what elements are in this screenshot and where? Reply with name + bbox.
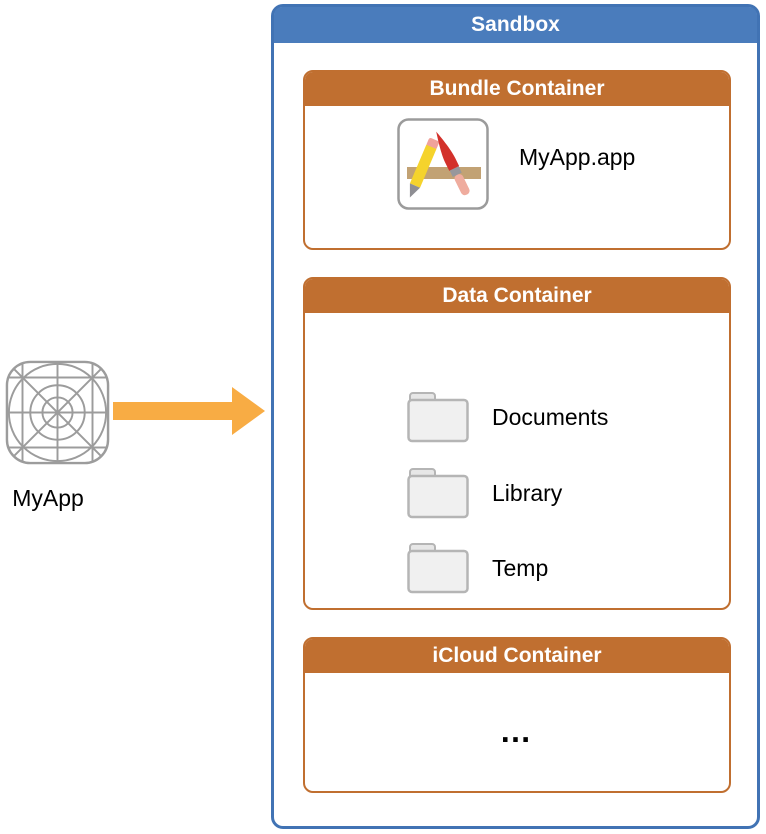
bundle-container-box: Bundle Container MyApp. xyxy=(303,70,731,250)
pencil-icon xyxy=(409,138,439,198)
folder-label: Temp xyxy=(492,555,549,581)
right-arrow-icon xyxy=(113,387,265,435)
folder-icon xyxy=(407,543,469,594)
folder-icon xyxy=(407,392,469,443)
folder-icon xyxy=(407,468,469,519)
bundle-app-name: MyApp.app xyxy=(519,144,636,170)
icloud-container-box: iCloud Container … xyxy=(303,637,731,793)
sandbox-box: Sandbox Bundle Container xyxy=(271,4,760,829)
data-container-title: Data Container xyxy=(305,279,729,313)
folder-label: Library xyxy=(492,480,563,506)
folder-row-temp: Temp xyxy=(305,542,729,594)
myapp-app-icon xyxy=(397,118,489,210)
app-grid-template-icon xyxy=(5,360,110,465)
data-container-content: Documents Library Temp xyxy=(305,313,729,607)
folder-row-library: Library xyxy=(305,467,729,519)
sandbox-title: Sandbox xyxy=(274,7,757,43)
app-label: MyApp xyxy=(12,485,84,511)
folder-label: Documents xyxy=(492,404,609,430)
folder-row-documents: Documents xyxy=(305,391,729,443)
data-container-box: Data Container Documents Library xyxy=(303,277,731,610)
bundle-container-title: Bundle Container xyxy=(305,72,729,106)
icloud-container-title: iCloud Container xyxy=(305,639,729,673)
bundle-container-content: MyApp.app xyxy=(305,106,729,247)
icloud-container-content: … xyxy=(305,673,729,790)
brush-icon xyxy=(436,131,470,196)
icloud-ellipsis: … xyxy=(499,713,535,749)
